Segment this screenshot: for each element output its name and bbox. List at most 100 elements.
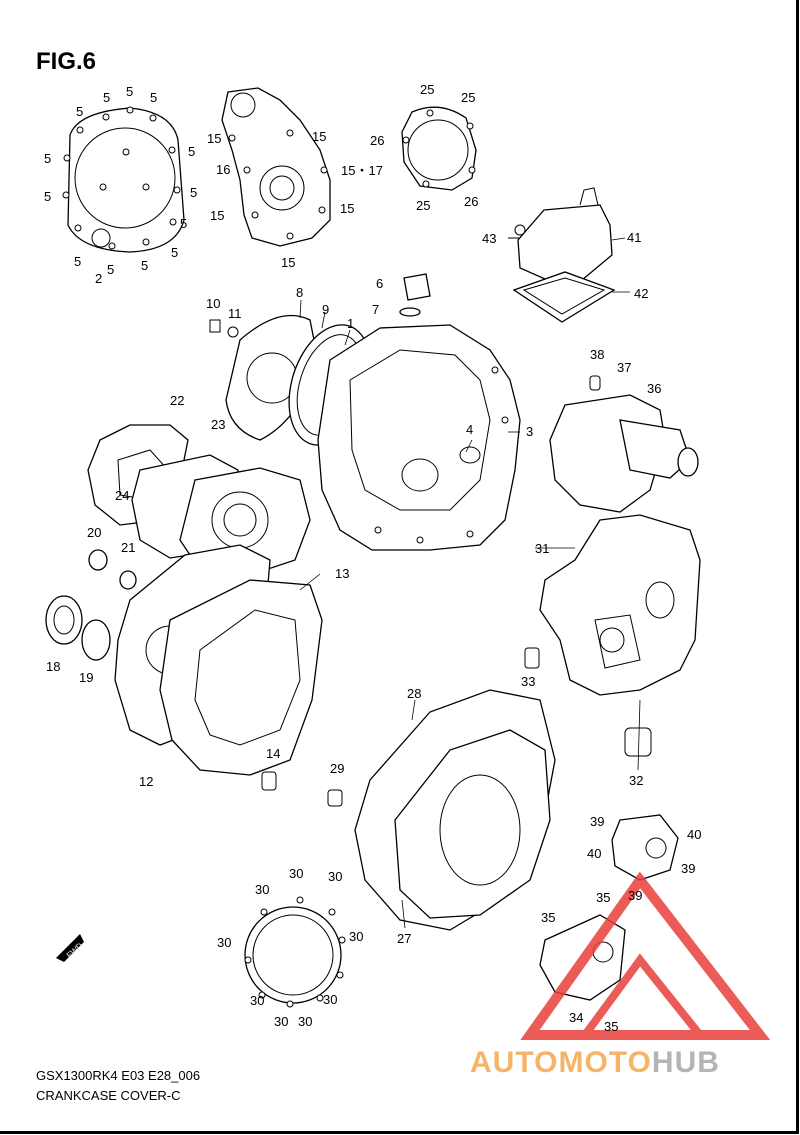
callout-9: 9 [322,302,329,317]
callout-39: 39 [681,861,695,876]
callout-5: 5 [74,254,81,269]
callout-25: 25 [416,198,430,213]
model-code: GSX1300RK4 E03 E28_006 [36,1068,201,1083]
callout-30: 30 [328,869,342,884]
callouts: 5 5 5 5 5 5 5 5 5 5 5 5 5 2 15 15 16 15・… [44,82,701,1034]
bolt-10-11 [209,319,239,338]
callout-32: 32 [629,773,643,788]
callout-26: 26 [464,194,478,209]
callout-15: 15 [207,131,221,146]
callout-1: 1 [347,316,354,331]
leader-lines [299,237,641,929]
callout-25: 25 [461,90,475,105]
callout-2: 2 [95,271,102,286]
figure-caption: CRANKCASE COVER-C [36,1088,181,1103]
callout-16: 16 [216,162,230,177]
callout-35: 35 [541,910,555,925]
callout-15: 15 [312,129,326,144]
ring-21 [119,570,137,590]
callout-10: 10 [206,296,220,311]
watermark-logo [520,871,771,1040]
callout-19: 19 [79,670,93,685]
callout-5: 5 [141,258,148,273]
callout-25: 25 [420,82,434,97]
callout-30: 30 [298,1014,312,1029]
callout-5: 5 [76,104,83,119]
oil-sump-cover [508,187,616,323]
sensor-cover-39 [611,814,679,881]
clutch-cover-outer [62,106,185,253]
watermark-text: AUTOMOTOHUB [470,1046,720,1080]
callout-20: 20 [87,525,101,540]
callout-33: 33 [521,674,535,689]
figure-title: FIG.6 [36,48,97,75]
callout-15-17: 15・17 [341,163,383,178]
watermark-part-b: HUB [651,1046,720,1079]
callout-4: 4 [466,422,473,437]
callout-15: 15 [281,255,295,270]
callout-36: 36 [647,381,661,396]
callout-30: 30 [349,929,363,944]
cover-30 [244,896,346,1008]
callout-30: 30 [255,882,269,897]
callout-30: 30 [323,992,337,1007]
callout-37: 37 [617,360,631,375]
callout-23: 23 [211,417,225,432]
callout-39: 39 [628,888,642,903]
callout-5: 5 [150,90,157,105]
callout-34: 34 [569,1010,583,1025]
callout-5: 5 [103,90,110,105]
callout-5: 5 [44,189,51,204]
dowel-32 [624,727,652,757]
callout-35: 35 [596,890,610,905]
callout-14: 14 [266,746,280,761]
callout-8: 8 [296,285,303,300]
dowel-29 [327,789,343,807]
cover-gasket-top [401,106,477,191]
clutch-cover-27 [394,729,551,919]
callout-24: 24 [115,488,129,503]
dowel-14 [261,771,277,791]
callout-13: 13 [335,566,349,581]
callout-30: 30 [217,935,231,950]
callout-5: 5 [188,144,195,159]
callout-6: 6 [376,276,383,291]
callout-21: 21 [121,540,135,555]
callout-5: 5 [171,245,178,260]
callout-40: 40 [687,827,701,842]
oil-filler-cap [399,273,431,317]
watermark-part-a: AUTOMOTO [470,1046,652,1079]
callout-31: 31 [535,541,549,556]
callout-5: 5 [180,216,187,231]
callout-11: 11 [228,306,242,321]
callout-18: 18 [46,659,60,674]
callout-28: 28 [407,686,421,701]
oil-seal-18 [45,595,83,645]
callout-27: 27 [397,931,411,946]
o-ring-19 [81,619,111,661]
callout-30: 30 [274,1014,288,1029]
gasket-13 [159,579,323,776]
callout-39: 39 [590,814,604,829]
callout-5: 5 [107,262,114,277]
callout-40: 40 [587,846,601,861]
callout-3: 3 [526,424,533,439]
callout-30: 30 [250,993,264,1008]
callout-35: 35 [604,1019,618,1034]
callout-38: 38 [590,347,604,362]
callout-7: 7 [372,302,379,317]
callout-15: 15 [340,201,354,216]
callout-42: 42 [634,286,648,301]
callout-41: 41 [627,230,641,245]
callout-5: 5 [126,84,133,99]
generator-cover [221,87,331,247]
callout-5: 5 [190,185,197,200]
crankcase-cover-main [317,324,521,551]
callout-29: 29 [330,761,344,776]
callout-5: 5 [44,151,51,166]
callout-26: 26 [370,133,384,148]
callout-22: 22 [170,393,184,408]
callout-15: 15 [210,208,224,223]
